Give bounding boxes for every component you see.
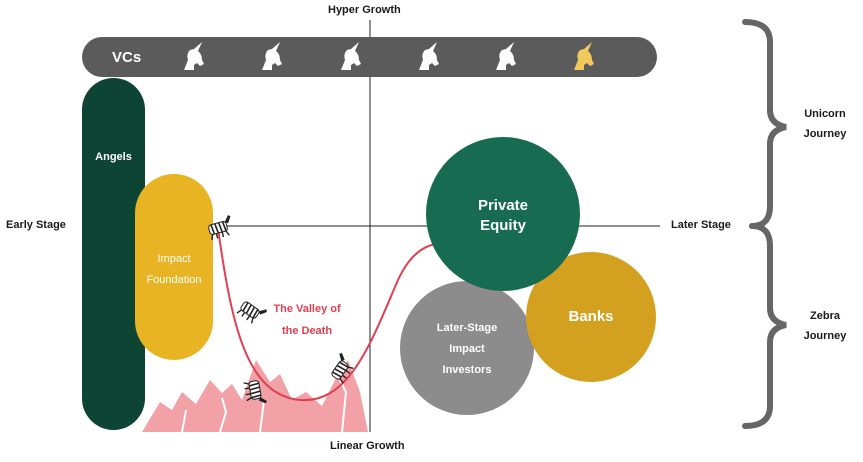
impact-foundation-label-line1: Impact xyxy=(157,253,191,265)
zebra-journey-line1: Zebra xyxy=(810,310,840,322)
mountain-highlights xyxy=(181,379,348,433)
zebra-journey-brace xyxy=(742,223,787,429)
axis-label-bottom: Linear Growth xyxy=(330,440,405,452)
angels-bar xyxy=(82,78,145,430)
later-stage-label-line1: Later-Stage xyxy=(436,322,498,334)
later-stage-label-line2: Impact xyxy=(449,343,485,355)
later-stage-label: Later-Stage Impact Investors xyxy=(400,318,534,381)
angels-label: Angels xyxy=(95,151,132,163)
zebra-journey-line2: Journey xyxy=(803,330,847,342)
axis-label-right: Later Stage xyxy=(671,219,731,231)
private-equity-label-line2: Equity xyxy=(480,217,526,234)
private-equity-label-line1: Private xyxy=(477,197,529,214)
banks-label: Banks xyxy=(568,308,614,325)
valley-of-death-label: The Valley of the Death xyxy=(262,298,352,342)
unicorn-journey-brace xyxy=(742,19,787,229)
private-equity-label: Private Equity xyxy=(426,196,580,236)
valley-label-line2: the Death xyxy=(281,325,333,337)
axis-label-left: Early Stage xyxy=(6,219,66,231)
private-equity-circle xyxy=(426,137,580,291)
vcs-bar xyxy=(82,37,657,77)
later-stage-impact-investors-circle xyxy=(400,281,534,415)
axis-label-top: Hyper Growth xyxy=(328,4,401,16)
impact-foundation-label: Impact Foundation xyxy=(135,249,213,291)
vcs-label: VCs xyxy=(112,49,142,66)
impact-foundation-pill xyxy=(135,174,213,360)
zebra-journey-label: Zebra Journey xyxy=(790,306,860,346)
unicorn-journey-label: Unicorn Journey xyxy=(790,104,860,144)
banks-circle xyxy=(526,252,656,382)
later-stage-label-line3: Investors xyxy=(442,364,492,376)
valley-label-line1: The Valley of xyxy=(273,303,341,315)
unicorn-journey-line1: Unicorn xyxy=(804,108,846,120)
valley-of-death-curve xyxy=(217,227,437,402)
unicorn-journey-line2: Journey xyxy=(803,128,847,140)
impact-foundation-label-line2: Foundation xyxy=(146,274,202,286)
